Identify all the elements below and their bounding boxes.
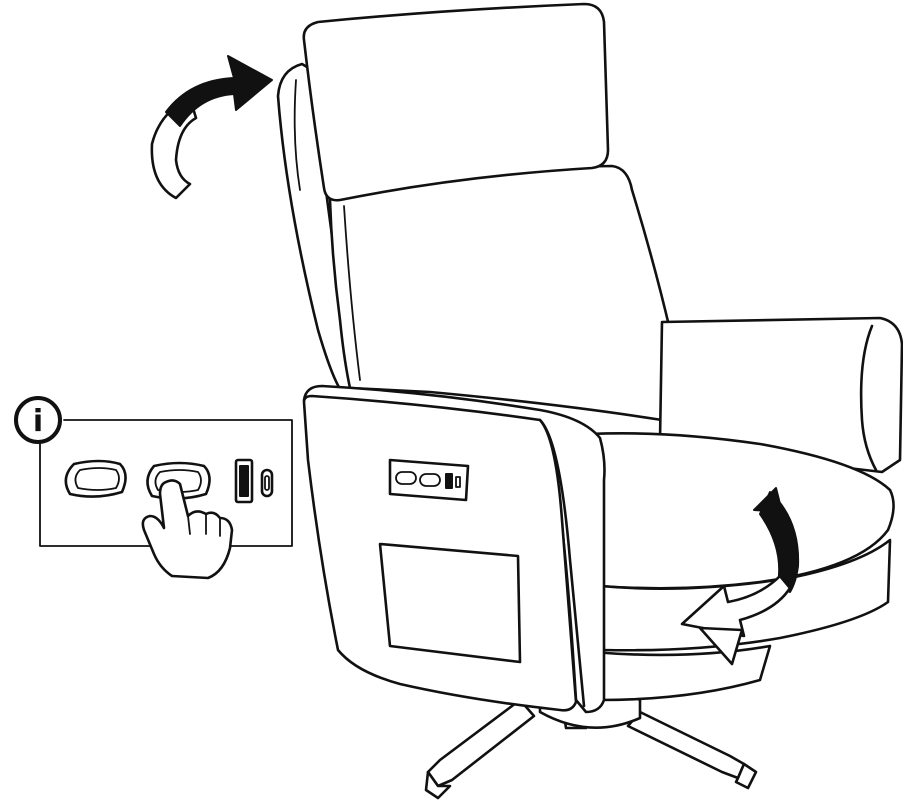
headrest-tilt-arrow-icon	[152, 56, 272, 198]
info-icon-letter: i	[33, 404, 43, 439]
usb-c-port-icon	[262, 470, 272, 496]
left-armrest	[304, 386, 605, 712]
side-pocket	[380, 544, 520, 662]
chair-usb-port-icon	[446, 474, 452, 488]
control-button-left-icon	[66, 461, 126, 497]
info-callout: i	[16, 398, 292, 578]
chair-control-plate	[390, 460, 468, 500]
headrest	[295, 4, 608, 200]
usb-a-port-icon	[236, 460, 252, 502]
